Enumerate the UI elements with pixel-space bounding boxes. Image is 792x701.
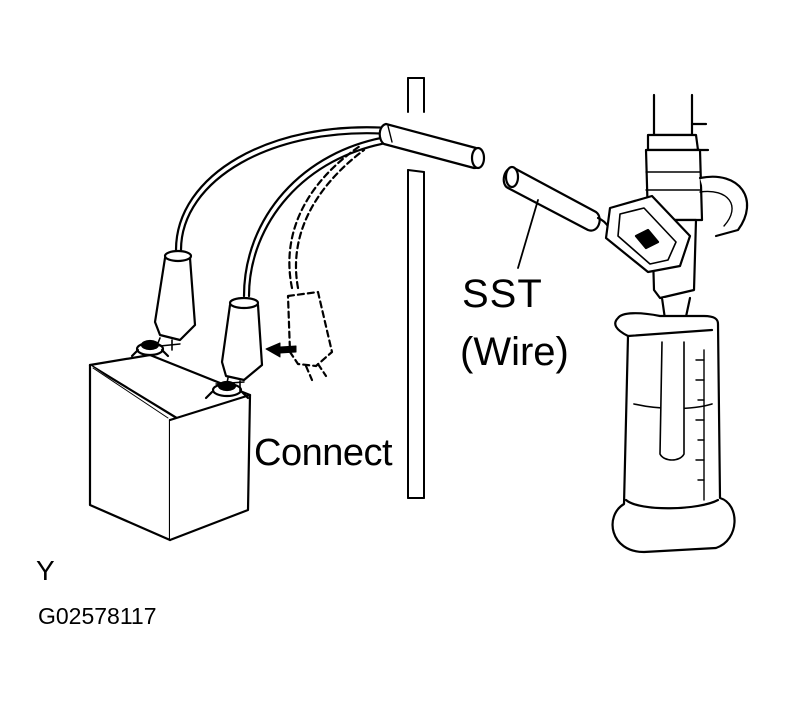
lead-sleeve [378, 122, 486, 170]
battery [88, 353, 252, 542]
view-letter: Y [36, 555, 55, 586]
clip-lead-dashed [286, 144, 366, 382]
connect-label: Connect [254, 432, 393, 474]
sst-wire-sleeve [502, 165, 614, 269]
separator [407, 77, 425, 499]
fuel-injector [604, 93, 749, 344]
clip-lead-right [215, 134, 394, 392]
sst-label: SST [462, 272, 543, 316]
battery-terminal-left [130, 339, 170, 358]
figure-code: G02578117 [38, 603, 157, 629]
clip-lead-left [153, 126, 392, 351]
direction-arrow [265, 342, 297, 358]
wire-label: (Wire) [460, 330, 569, 374]
graduated-cylinder [611, 312, 736, 554]
